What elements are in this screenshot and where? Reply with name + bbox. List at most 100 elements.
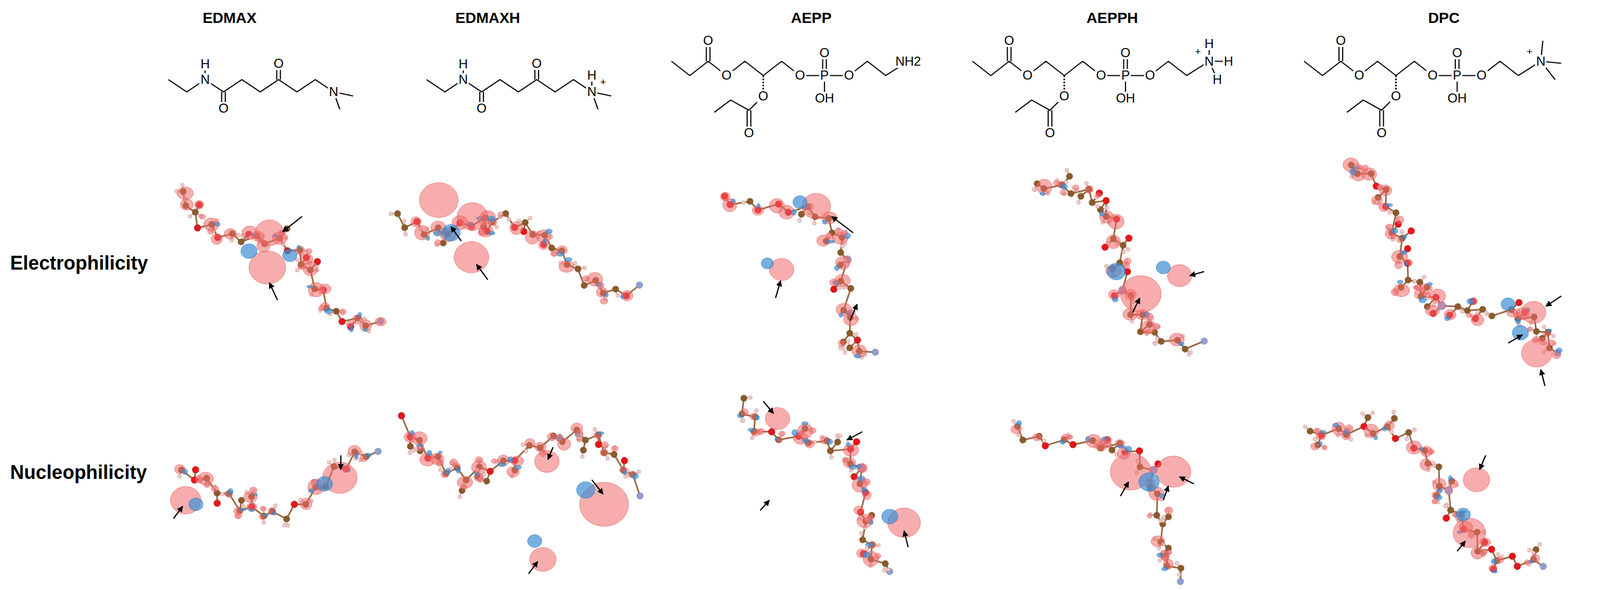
negative-isosurface [861, 487, 868, 493]
atom-ball [236, 233, 241, 237]
atom-ball [1460, 309, 1464, 314]
negative-isosurface [1349, 169, 1356, 175]
atom-ball [1104, 205, 1109, 210]
atom-ball [1121, 249, 1126, 254]
column-header: DPC [1428, 10, 1460, 26]
atom-ball [333, 307, 340, 315]
positive-isosurface [1391, 288, 1399, 296]
positive-isosurface [1390, 233, 1397, 240]
positive-isosurface [874, 552, 881, 559]
atom-ball [834, 438, 841, 446]
negative-isosurface [1318, 441, 1322, 446]
atom-label: O [1389, 89, 1403, 103]
atom-ball [840, 243, 845, 248]
negative-isosurface [515, 464, 522, 470]
atom-ball [1484, 310, 1488, 315]
atom-ball [1176, 577, 1184, 585]
positive-isosurface [1371, 195, 1383, 205]
negative-isosurface [1085, 436, 1090, 442]
atom-ball [636, 492, 644, 499]
pointer-arrow [1456, 540, 1465, 551]
atom-ball [637, 469, 641, 474]
positive-isosurface [1106, 234, 1121, 249]
negative-isosurface [1155, 260, 1171, 274]
positive-isosurface [180, 199, 194, 211]
pointer-arrow [763, 400, 774, 414]
atom-ball [746, 197, 754, 205]
positive-isosurface [582, 275, 590, 282]
positive-isosurface [509, 221, 524, 235]
atom-ball [283, 515, 290, 522]
positive-isosurface [601, 441, 609, 448]
atom-ball [872, 348, 879, 356]
atom-ball [438, 467, 442, 472]
atom-ball [1077, 192, 1084, 200]
atom-ball [1136, 447, 1144, 455]
atom-ball [1542, 325, 1547, 329]
atom-ball [1389, 429, 1394, 434]
atom-ball [192, 208, 199, 216]
positive-isosurface [243, 491, 258, 503]
atom-ball [389, 211, 393, 216]
atom-ball [886, 567, 894, 575]
atom-ball [1404, 276, 1412, 283]
atom-ball [528, 216, 533, 220]
positive-isosurface [1321, 445, 1328, 450]
bond-line [1347, 96, 1397, 113]
positive-isosurface [491, 458, 497, 463]
atom-ball [1126, 247, 1130, 252]
negative-isosurface [306, 285, 313, 289]
pointer-arrow [846, 431, 863, 440]
atom-ball [859, 531, 863, 535]
atom-ball [1125, 234, 1133, 242]
atom-ball [1391, 434, 1399, 442]
negative-isosurface [248, 508, 255, 512]
pointer-arrow [850, 304, 858, 321]
positive-isosurface [199, 214, 206, 219]
atom-ball [1303, 424, 1308, 429]
atom-ball [797, 218, 802, 223]
atom-label: H [1222, 54, 1234, 68]
negative-isosurface [827, 438, 833, 445]
positive-isosurface [194, 200, 204, 209]
negative-isosurface [1555, 347, 1563, 353]
pointer-arrow [775, 280, 781, 299]
pointer-arrow [548, 446, 554, 459]
positive-isosurface [1059, 189, 1067, 196]
positive-isosurface [809, 427, 817, 434]
atom-ball [398, 412, 406, 419]
negative-isosurface [854, 353, 861, 359]
negative-isosurface [239, 508, 247, 511]
atom-ball [876, 543, 881, 548]
negative-isosurface [838, 312, 843, 318]
positive-isosurface [1429, 288, 1446, 304]
atom-label: O [1058, 89, 1071, 103]
positive-isosurface [1385, 224, 1393, 231]
positive-isosurface [597, 281, 605, 289]
figure-scale [168, 40, 1563, 585]
atom-ball [1177, 572, 1182, 576]
positive-isosurface [1144, 329, 1151, 335]
atom-ball [843, 350, 847, 355]
atom-ball [1011, 418, 1016, 423]
atom-label: H [1211, 73, 1223, 86]
atom-ball [1392, 209, 1400, 216]
atom-ball [835, 433, 839, 438]
atom-ball [338, 318, 346, 326]
atom-ball [1119, 241, 1127, 249]
bond-line [671, 61, 909, 76]
atom-ball [829, 455, 834, 459]
negative-isosurface [474, 472, 479, 476]
atom-label: N [1203, 54, 1215, 68]
atom-ball [754, 408, 758, 413]
negative-isosurface [801, 421, 809, 425]
atom-label: O [742, 126, 756, 140]
positive-isosurface [611, 445, 619, 452]
negative-isosurface [1546, 328, 1552, 332]
atom-ball [1537, 542, 1542, 546]
positive-isosurface [829, 278, 838, 287]
positive-isosurface [778, 430, 786, 437]
atom-label: P [1120, 68, 1131, 82]
atom-ball [1443, 503, 1448, 508]
negative-isosurface [564, 257, 573, 261]
